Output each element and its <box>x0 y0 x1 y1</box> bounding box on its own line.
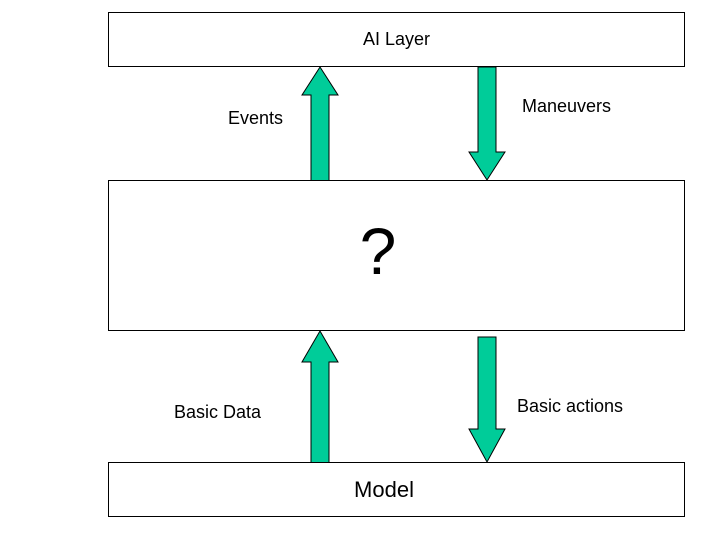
maneuvers-down-arrow <box>468 66 506 181</box>
ai-layer-box: AI Layer <box>108 12 685 67</box>
events-label: Events <box>228 108 284 128</box>
maneuvers-label: Maneuvers <box>522 96 612 116</box>
events-up-arrow <box>301 66 339 182</box>
model-box: Model <box>108 462 685 517</box>
basic-actions-down-arrow <box>468 336 506 464</box>
model-label: Model <box>354 477 414 502</box>
basic-data-label: Basic Data <box>174 402 262 422</box>
basic-data-up-arrow <box>301 330 339 464</box>
ai-layer-label: AI Layer <box>362 29 431 49</box>
unknown-layer-box: ? <box>108 180 685 331</box>
basic-actions-label: Basic actions <box>517 396 624 416</box>
unknown-layer-label: ? <box>359 214 397 288</box>
